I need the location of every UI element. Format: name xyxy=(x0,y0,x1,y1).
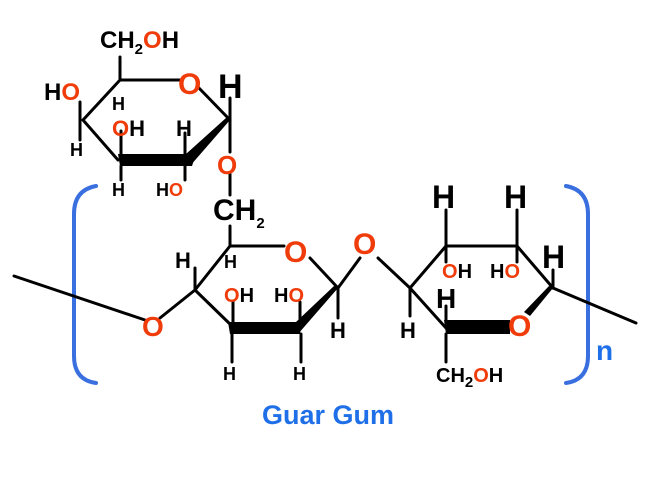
right-h-anomeric: H xyxy=(542,239,565,275)
side-anomeric-h: H xyxy=(218,68,243,106)
right-ring-oxygen: O xyxy=(508,310,531,343)
middle-oh: OH xyxy=(224,285,254,307)
side-ring xyxy=(78,55,232,197)
linker-ch2: CH2 xyxy=(213,194,265,232)
diagram-title: Guar Gum xyxy=(262,400,394,430)
glycosidic-oxygen: O xyxy=(217,150,237,180)
side-oh-c3: OH xyxy=(112,116,145,141)
left-bracket xyxy=(72,184,98,385)
middle-h-bottom-right: H xyxy=(293,364,306,384)
middle-h-c5-left: H xyxy=(175,248,191,273)
bridge-oxygen: O xyxy=(353,228,376,261)
repeat-subscript-n: n xyxy=(596,335,613,366)
middle-ring xyxy=(158,224,362,364)
side-h-left: H xyxy=(70,140,83,160)
side-ho-left: HO xyxy=(44,79,80,106)
chain-bond-right xyxy=(551,286,638,325)
right-h-left: H xyxy=(400,318,416,343)
middle-h-bottom-left: H xyxy=(223,364,236,384)
side-ho-bottom: HO xyxy=(156,180,183,200)
right-ho: HO xyxy=(490,261,520,283)
side-h-c2: H xyxy=(176,116,192,141)
right-h-top-left: H xyxy=(432,179,455,215)
middle-left-oxygen: O xyxy=(142,311,164,342)
side-h-bottom: H xyxy=(112,180,125,200)
right-bracket xyxy=(564,184,590,385)
middle-h-c5: H xyxy=(224,252,237,272)
side-ring-oxygen: O xyxy=(178,68,201,101)
side-ch2oh-label: CH2OH xyxy=(100,27,179,58)
middle-h-right: H xyxy=(330,318,346,343)
right-h-mid: H xyxy=(436,283,456,314)
right-ring xyxy=(376,208,555,364)
chain-bond-left xyxy=(12,274,147,322)
right-oh: OH xyxy=(442,261,472,283)
right-h-top-right: H xyxy=(504,179,527,215)
middle-ring-oxygen: O xyxy=(284,236,307,269)
middle-ho: HO xyxy=(274,285,304,307)
right-ch2oh-label: CH2OH xyxy=(436,365,503,391)
side-h-c4: H xyxy=(112,94,125,114)
